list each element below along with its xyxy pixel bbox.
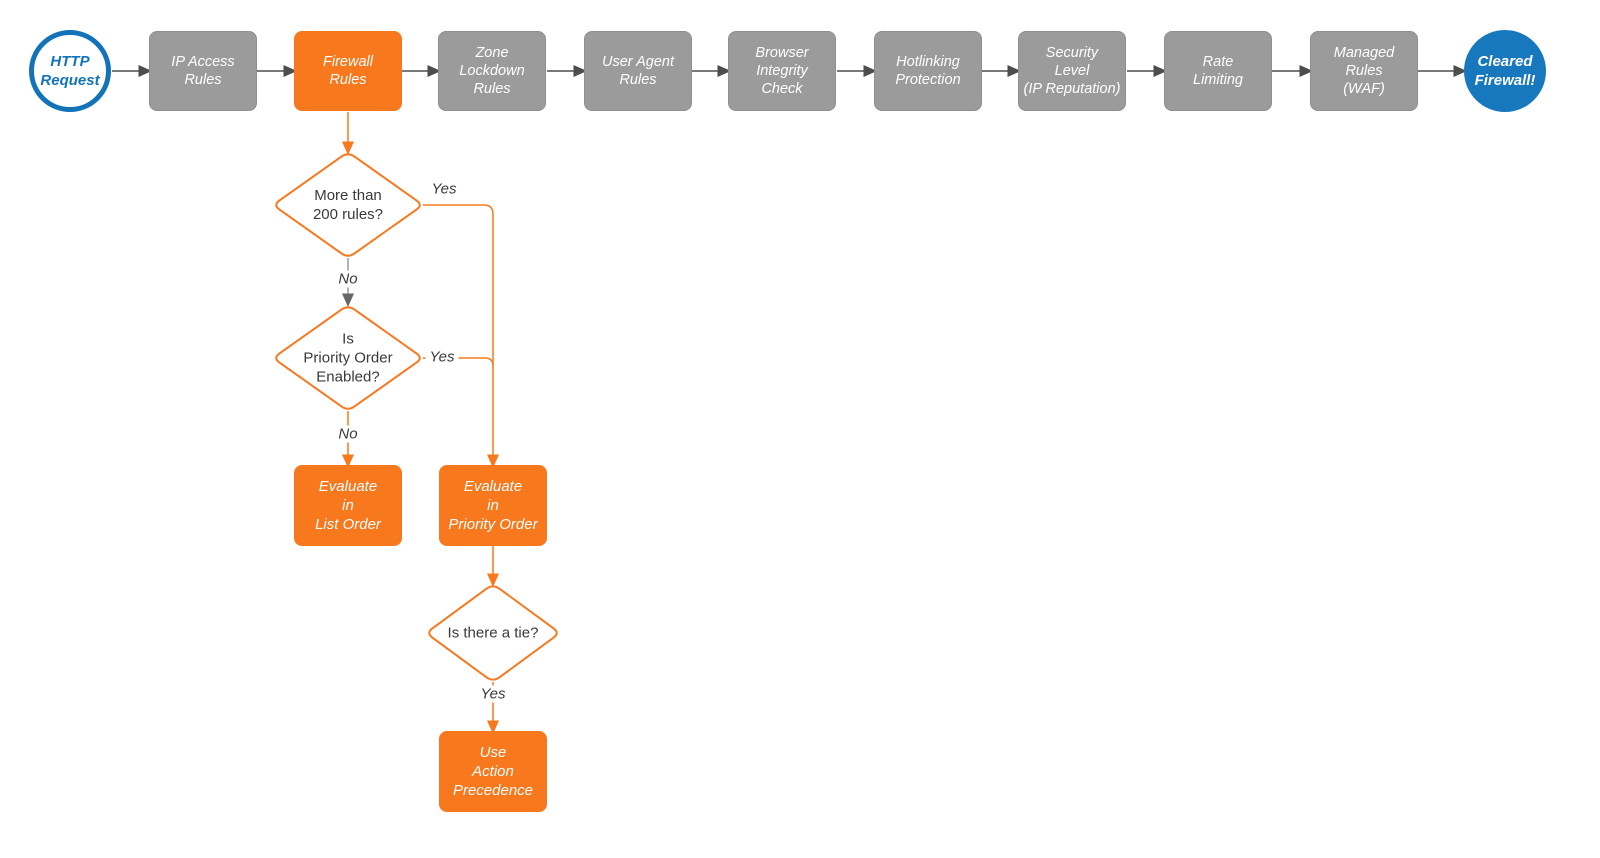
step-label: Zone Lockdown Rules [459, 45, 525, 97]
decision-label-is-there-a-tie: Is there a tie? [447, 624, 539, 642]
step-browser-integrity-check: Browser Integrity Check [728, 31, 836, 111]
decision-diamond-more-than-200-rules [275, 153, 421, 257]
end-node-cleared-firewall: Cleared Firewall! [1464, 30, 1546, 112]
action-label: Evaluate in List Order [315, 478, 381, 533]
start-node-http-request: HTTP Request [29, 30, 111, 112]
decision-label-priority-order-enabled: Is Priority Order Enabled? [303, 330, 393, 386]
action-use-action-precedence: Use Action Precedence [439, 731, 547, 812]
step-label: User Agent Rules [602, 54, 674, 88]
edge-label-decision1-yes: Yes [427, 180, 461, 198]
step-label: Security Level (IP Reputation) [1023, 45, 1121, 97]
step-hotlinking-protection: Hotlinking Protection [874, 31, 982, 111]
step-label: Browser Integrity Check [755, 45, 809, 97]
end-node-label: Cleared Firewall! [1474, 53, 1536, 89]
action-evaluate-in-priority-order: Evaluate in Priority Order [439, 465, 547, 546]
start-node-label: HTTP Request [40, 53, 100, 89]
action-label: Use Action Precedence [452, 744, 534, 799]
decision-diamond-is-there-a-tie [428, 585, 558, 681]
step-label: Firewall Rules [323, 54, 373, 88]
step-firewall-rules: Firewall Rules [294, 31, 402, 111]
step-rate-limiting: Rate Limiting [1164, 31, 1272, 111]
step-ip-access-rules: IP Access Rules [149, 31, 257, 111]
edge-label-decision3-yes: Yes [476, 685, 510, 703]
step-label: Hotlinking Protection [895, 54, 961, 88]
step-security-level-ip-reputation: Security Level (IP Reputation) [1018, 31, 1126, 111]
connector-decision1-yes-to-priority [423, 204, 499, 468]
step-user-agent-rules: User Agent Rules [584, 31, 692, 111]
edge-label-decision2-yes: Yes [425, 348, 459, 366]
edge-label-decision1-no: No [334, 270, 362, 288]
decision-label-more-than-200-rules: More than 200 rules? [312, 187, 384, 223]
decision-diamond-priority-order-enabled [275, 306, 421, 410]
step-zone-lockdown-rules: Zone Lockdown Rules [438, 31, 546, 111]
step-label: IP Access Rules [171, 54, 235, 88]
step-managed-rules-waf: Managed Rules (WAF) [1310, 31, 1418, 111]
connector-decision2-yes-merge [423, 357, 494, 367]
edge-label-decision2-no: No [334, 425, 362, 443]
step-label: Rate Limiting [1193, 54, 1243, 88]
action-evaluate-in-list-order: Evaluate in List Order [294, 465, 402, 546]
step-label: Managed Rules (WAF) [1333, 45, 1395, 97]
action-label: Evaluate in Priority Order [448, 478, 538, 533]
